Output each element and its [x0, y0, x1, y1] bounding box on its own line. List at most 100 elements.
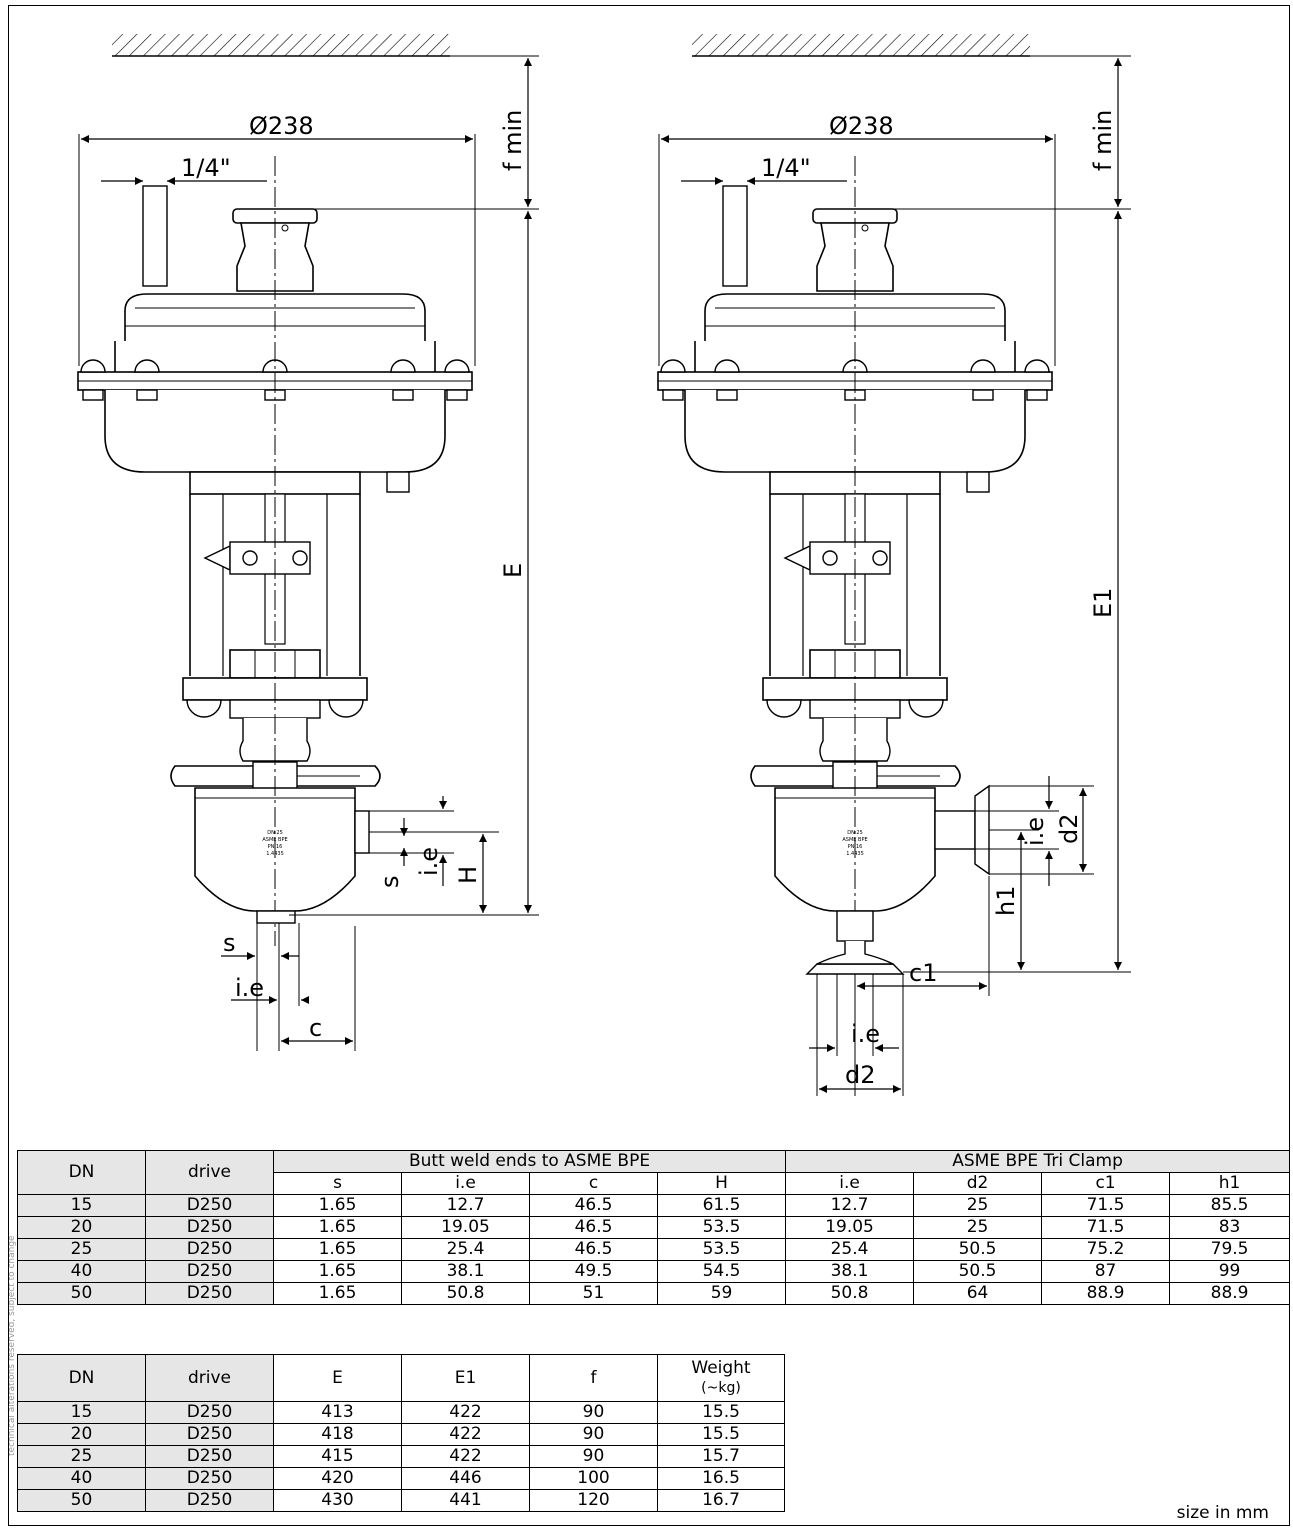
- cell-s: 1.65: [273, 1238, 402, 1261]
- cell-h: 53.5: [656, 1216, 787, 1239]
- t1-header-drive: drive: [145, 1150, 274, 1195]
- dimension-table-connections: DN drive Butt weld ends to ASME BPE ASME…: [17, 1150, 1289, 1305]
- right-f-min-label: f min: [1089, 110, 1117, 171]
- right-d2-side-label: d2: [1055, 813, 1083, 844]
- t2-header-drive: drive: [145, 1354, 274, 1402]
- technical-drawing: Ø238 1/4" f min E H i.e s s i.: [77, 34, 1131, 1096]
- cell-h1: 85.5: [1169, 1194, 1289, 1217]
- cell-ie-clamp: 12.7: [785, 1194, 915, 1217]
- cell-weight: 16.7: [657, 1489, 785, 1512]
- cell-c: 51: [529, 1282, 658, 1305]
- cell-s: 1.65: [273, 1282, 402, 1305]
- cell-s: 1.65: [273, 1216, 402, 1239]
- cell-e: 430: [273, 1489, 402, 1512]
- cell-c1: 71.5: [1041, 1216, 1171, 1239]
- cell-ie-clamp: 38.1: [785, 1260, 915, 1283]
- cell-dn: 20: [17, 1216, 146, 1239]
- t2-header-weight-label: Weight: [691, 1358, 751, 1378]
- t2-header-e1: E1: [401, 1354, 530, 1402]
- body-mark-right-3: PN 16: [848, 844, 863, 850]
- cell-dn: 50: [17, 1282, 146, 1305]
- body-mark-left-1: DN 25: [267, 830, 283, 836]
- right-ie-bottom-label: i.e: [851, 1020, 880, 1048]
- cell-f: 100: [529, 1467, 658, 1490]
- t2-header-dn: DN: [17, 1354, 146, 1402]
- table-row: 25 D250 1.65 25.4 46.5 53.5 25.4 50.5 75…: [17, 1238, 1289, 1261]
- cell-h1: 99: [1169, 1260, 1289, 1283]
- cell-drive: D250: [145, 1194, 274, 1217]
- table-row: 20 D250 418 422 90 15.5: [17, 1423, 785, 1446]
- cell-f: 90: [529, 1423, 658, 1446]
- cell-e1: 446: [401, 1467, 530, 1490]
- cell-drive: D250: [145, 1238, 274, 1261]
- cell-c1: 75.2: [1041, 1238, 1171, 1261]
- t1-header-h1: h1: [1169, 1172, 1289, 1195]
- left-ie-bottom-label: i.e: [235, 974, 264, 1002]
- cell-h: 61.5: [656, 1194, 787, 1217]
- t1-header-butt-weld: Butt weld ends to ASME BPE: [272, 1150, 787, 1173]
- cell-h1: 88.9: [1169, 1282, 1289, 1305]
- cell-ie-clamp: 25.4: [785, 1238, 915, 1261]
- right-valve-view: Ø238 1/4" f min E1 h1 i.e d2 c1: [657, 55, 1131, 1096]
- cell-ie: 25.4: [401, 1238, 530, 1261]
- body-mark-right-4: 1.4435: [846, 851, 864, 857]
- cell-e1: 422: [401, 1423, 530, 1446]
- cell-d2: 25: [913, 1216, 1043, 1239]
- cell-e1: 422: [401, 1401, 530, 1424]
- body-mark-left-4: 1.4435: [266, 851, 284, 857]
- table-row: 15 D250 1.65 12.7 46.5 61.5 12.7 25 71.5…: [17, 1194, 1289, 1217]
- right-ie-side-label: i.e: [1021, 817, 1049, 846]
- cell-e: 415: [273, 1445, 402, 1468]
- cell-weight: 15.7: [657, 1445, 785, 1468]
- right-c1-label: c1: [909, 959, 937, 987]
- left-air-port-label: 1/4": [181, 154, 231, 182]
- t1-header-s: s: [273, 1172, 402, 1195]
- dimension-table-heights-weight: DN drive E E1 f Weight (~kg) 15 D250 413…: [17, 1354, 785, 1512]
- left-c-label: c: [309, 1014, 322, 1042]
- cell-dn: 25: [17, 1445, 146, 1468]
- cell-d2: 25: [913, 1194, 1043, 1217]
- t1-header-h: H: [656, 1172, 787, 1195]
- cell-h: 59: [656, 1282, 787, 1305]
- table-row: 50 D250 1.65 50.8 51 59 50.8 64 88.9 88.…: [17, 1282, 1289, 1305]
- cell-dn: 40: [17, 1260, 146, 1283]
- left-e-label: E: [499, 563, 527, 578]
- right-diameter-label: Ø238: [829, 112, 894, 140]
- t1-header-c: c: [529, 1172, 658, 1195]
- body-mark-left-3: PN 16: [268, 844, 283, 850]
- cell-weight: 15.5: [657, 1423, 785, 1446]
- cell-c: 49.5: [529, 1260, 658, 1283]
- left-diameter-label: Ø238: [249, 112, 314, 140]
- cell-e: 418: [273, 1423, 402, 1446]
- cell-dn: 15: [17, 1194, 146, 1217]
- drawing-sheet: Ø238 1/4" f min E H i.e s s i.: [8, 5, 1290, 1526]
- cell-drive: D250: [145, 1216, 274, 1239]
- cell-h: 53.5: [656, 1238, 787, 1261]
- t1-header-dn: DN: [17, 1150, 146, 1195]
- cell-d2: 50.5: [913, 1260, 1043, 1283]
- cell-h: 54.5: [656, 1260, 787, 1283]
- left-f-min-label: f min: [499, 110, 527, 171]
- right-e1-label: E1: [1089, 588, 1117, 618]
- table-row: 25 D250 415 422 90 15.7: [17, 1445, 785, 1468]
- cell-drive: D250: [145, 1423, 274, 1446]
- cell-c: 46.5: [529, 1194, 658, 1217]
- cell-ie: 19.05: [401, 1216, 530, 1239]
- cell-d2: 50.5: [913, 1238, 1043, 1261]
- t1-header-d2: d2: [913, 1172, 1043, 1195]
- left-s-bottom-label: s: [223, 929, 236, 957]
- cell-e: 420: [273, 1467, 402, 1490]
- cell-ie-clamp: 19.05: [785, 1216, 915, 1239]
- cell-weight: 15.5: [657, 1401, 785, 1424]
- cell-f: 90: [529, 1445, 658, 1468]
- cell-drive: D250: [145, 1260, 274, 1283]
- left-s-side-label: s: [376, 875, 404, 888]
- cell-ie-clamp: 50.8: [785, 1282, 915, 1305]
- cell-e1: 441: [401, 1489, 530, 1512]
- cell-s: 1.65: [273, 1194, 402, 1217]
- left-ie-side-label: i.e: [415, 847, 443, 876]
- t1-header-c1: c1: [1041, 1172, 1171, 1195]
- cell-s: 1.65: [273, 1260, 402, 1283]
- cell-c1: 71.5: [1041, 1194, 1171, 1217]
- cell-h1: 79.5: [1169, 1238, 1289, 1261]
